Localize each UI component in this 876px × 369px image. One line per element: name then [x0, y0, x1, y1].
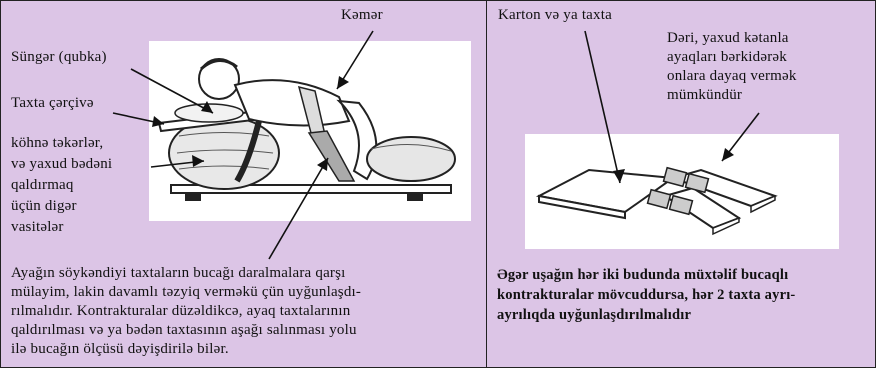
left-panel: Kəmər Süngər (qubka) Taxta çərçivə köhnə… — [0, 0, 487, 368]
left-pointer-arrows — [1, 1, 488, 369]
right-panel: Karton və ya taxta Dəri, yaxud kətanla a… — [487, 0, 876, 368]
right-pointer-arrows — [487, 1, 876, 369]
